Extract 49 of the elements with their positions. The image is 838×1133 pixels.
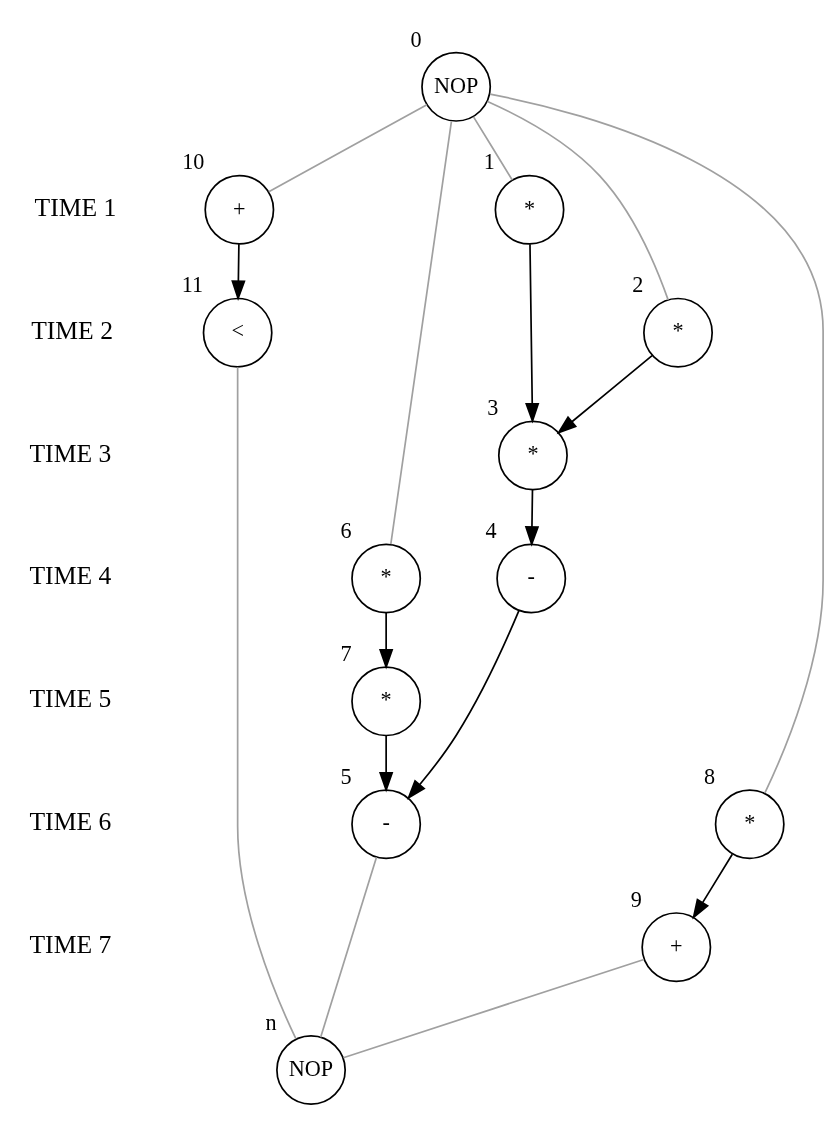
node-circle: - <box>496 543 567 614</box>
node-circle: - <box>351 789 422 860</box>
connector <box>267 103 428 193</box>
connector <box>489 93 824 794</box>
connector <box>389 120 453 545</box>
node-circle: < <box>202 297 273 368</box>
arrow <box>231 243 246 301</box>
node-circle: + <box>204 174 275 245</box>
node-circle: * <box>494 174 565 245</box>
arrow <box>378 611 394 670</box>
label: TIME 6 <box>29 807 112 837</box>
label: TIME 1 <box>34 192 117 222</box>
arrow <box>524 489 540 547</box>
node-circle: * <box>351 666 422 737</box>
node-circle: + <box>641 912 712 983</box>
node-circle: * <box>351 543 422 614</box>
node-label: 8 <box>704 763 716 789</box>
node-label: 2 <box>632 272 644 298</box>
connector <box>486 100 669 301</box>
arrow <box>556 354 653 435</box>
arrow <box>692 853 734 920</box>
node-label: 6 <box>340 518 352 544</box>
label: TIME 3 <box>29 438 112 468</box>
node-label: 11 <box>181 272 204 298</box>
connector <box>236 366 297 1040</box>
node-label: 10 <box>182 149 205 175</box>
node-label: 9 <box>630 886 642 912</box>
node-label: 0 <box>410 26 422 52</box>
node-label: 3 <box>487 395 499 421</box>
node-circle: * <box>643 297 713 368</box>
connector <box>472 116 514 181</box>
node-label: n <box>265 1009 277 1035</box>
node-label: 4 <box>485 518 497 544</box>
label: TIME 7 <box>29 930 112 960</box>
label: TIME 2 <box>31 315 113 345</box>
connector <box>342 958 645 1059</box>
node-circle: * <box>714 789 785 860</box>
connector <box>319 856 378 1039</box>
node-label: 1 <box>483 149 495 175</box>
node-circle: NOP <box>276 1035 347 1106</box>
arrow <box>525 243 540 424</box>
node-circle: NOP <box>421 51 492 122</box>
node-label: 5 <box>340 763 352 789</box>
node-label: 7 <box>340 641 352 667</box>
arrow <box>378 734 394 793</box>
label: TIME 4 <box>29 561 112 591</box>
label: TIME 5 <box>29 684 112 714</box>
arrow <box>406 609 520 800</box>
node-circle: * <box>497 420 568 491</box>
